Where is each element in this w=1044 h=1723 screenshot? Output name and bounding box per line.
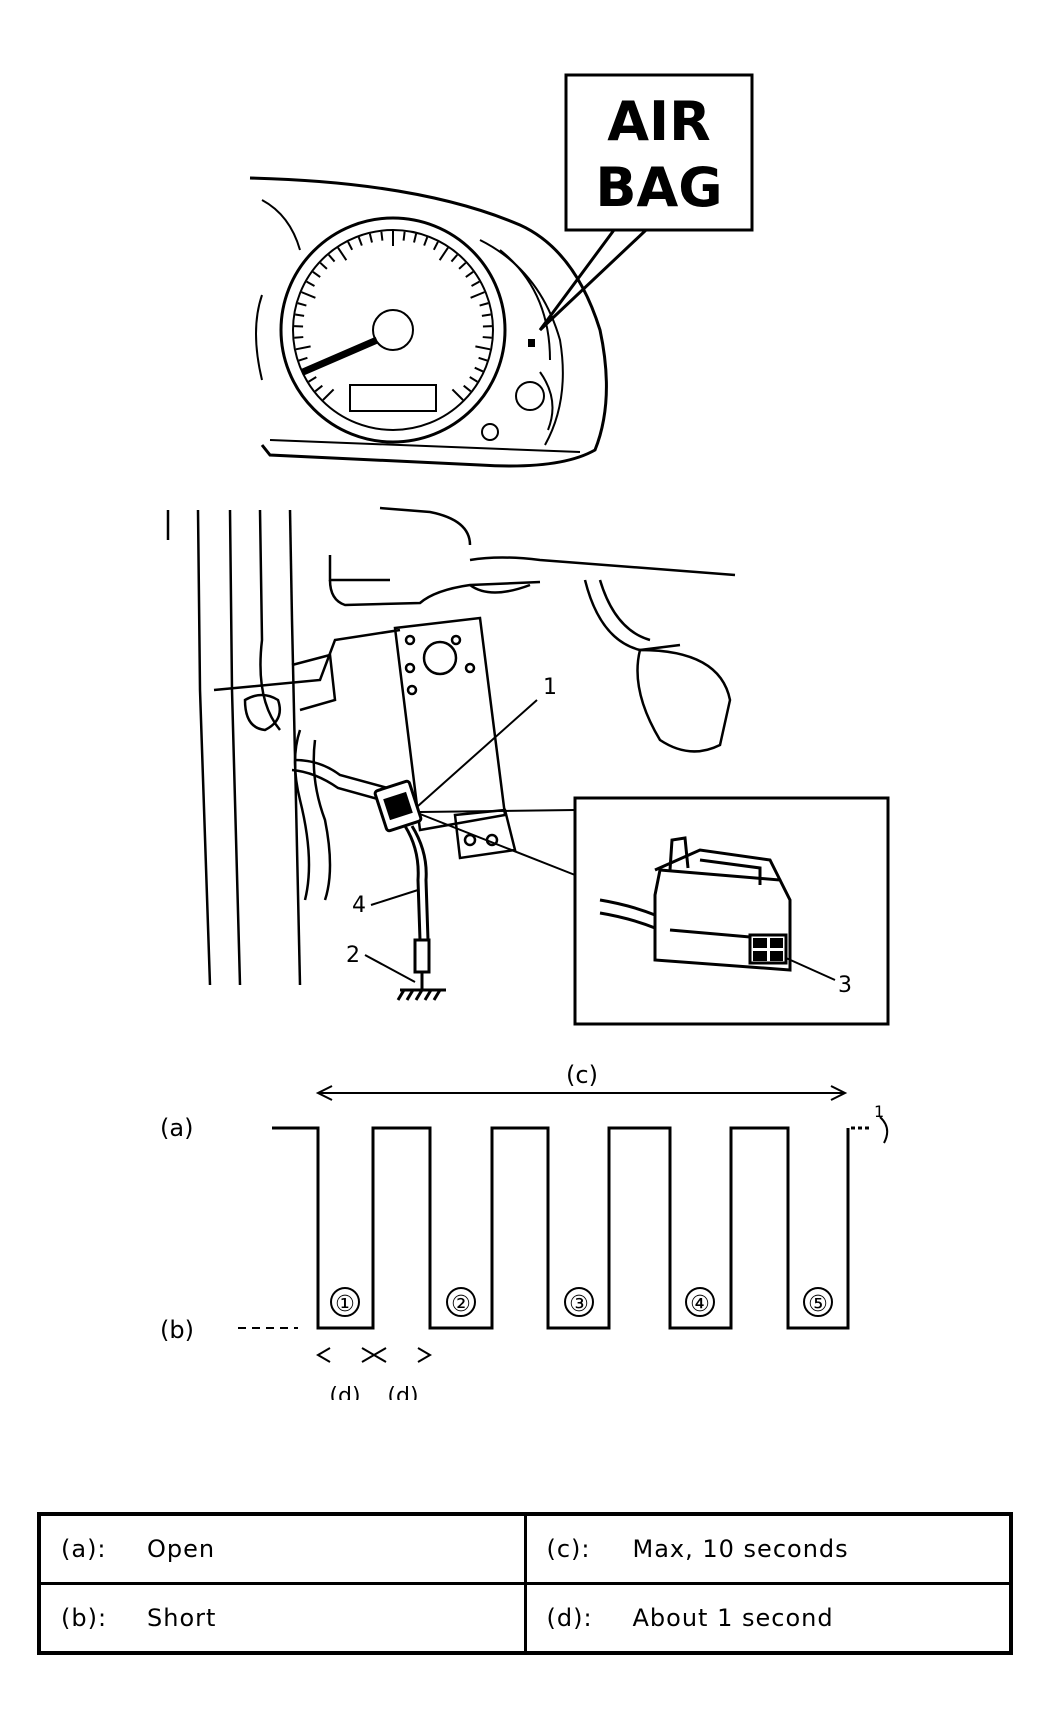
high-level-label: (a) <box>160 1114 193 1142</box>
speedometer-tick <box>402 231 406 241</box>
speedometer-tick <box>306 280 315 287</box>
legend-cell-a: (a): Open <box>37 1512 527 1585</box>
legend-key: (d): <box>546 1604 593 1632</box>
speedometer-tick <box>450 254 459 263</box>
speedometer-tick <box>337 247 348 261</box>
speedometer-tick <box>451 388 464 401</box>
speedometer-tick <box>471 280 480 287</box>
speedometer-tick <box>413 233 418 243</box>
speedometer-tick <box>302 366 312 373</box>
speedometer-tick <box>479 302 489 307</box>
callout-1: 1 <box>543 675 557 700</box>
speedometer-tick <box>469 376 478 383</box>
brake-pedal <box>636 648 732 753</box>
speedometer-tick <box>432 241 439 251</box>
low-level-label: (b) <box>160 1316 194 1344</box>
speedometer-tick <box>297 302 307 307</box>
speedometer-tick <box>314 384 323 393</box>
legend-table: (a): Open (c): Max, 10 seconds (b): Short (… <box>37 1512 1013 1655</box>
speedometer-tick <box>298 356 308 362</box>
speedometer-tick <box>357 236 363 246</box>
speedometer-tick <box>458 262 467 270</box>
airbag-warning-lamp <box>528 339 535 347</box>
leader-line-1 <box>417 699 538 807</box>
speedometer-tick <box>423 236 429 246</box>
pulse-numbers: ① ② ③ ④ ⑤ <box>330 1287 833 1317</box>
speedometer-tick <box>294 336 304 339</box>
interval-label-2: (d) <box>387 1384 418 1400</box>
tail-mark: 1 <box>874 1102 884 1121</box>
legend-cell-b: (b): Short <box>37 1582 527 1655</box>
speedometer-tick <box>470 291 485 299</box>
speedometer-tick <box>380 231 384 241</box>
interval-label-1: (d) <box>329 1384 360 1400</box>
speedometer-tick <box>478 356 488 362</box>
speedometer-tick <box>482 336 492 339</box>
legend-value: Max, 10 seconds <box>632 1535 849 1563</box>
airbag-connector-1 <box>373 779 423 833</box>
speedometer-dial <box>279 216 507 444</box>
speedometer-tick <box>295 345 311 351</box>
pulse-2: ② <box>451 1292 471 1317</box>
speedometer-ticks <box>294 231 492 401</box>
speedometer-tick <box>465 271 474 278</box>
detail-leader-lower <box>419 813 576 876</box>
speedometer-tick <box>301 291 316 299</box>
pulse-5: ⑤ <box>808 1292 828 1317</box>
legend-key: (a): <box>61 1535 107 1563</box>
pulse-4: ④ <box>690 1292 710 1317</box>
instrument-cluster <box>249 176 608 468</box>
interval-marks <box>316 1347 432 1363</box>
speedometer-tick <box>368 233 373 243</box>
speedometer-tick <box>438 247 449 261</box>
callout-3: 3 <box>838 973 852 998</box>
speedometer-tick <box>308 376 317 383</box>
speedometer-tick <box>327 254 336 263</box>
leader-line-4 <box>370 889 419 906</box>
airbag-diagnosis-figure: AIR BAG <box>160 73 890 1400</box>
signal-trace <box>272 1126 850 1330</box>
legend-value: Short <box>147 1604 217 1632</box>
legend-value: About 1 second <box>632 1604 834 1632</box>
leader-line-2 <box>364 954 416 983</box>
pulse-3: ③ <box>569 1292 589 1317</box>
connector-detail-inset: 3 <box>573 796 890 1026</box>
airbag-label-callout: AIR BAG <box>538 73 754 332</box>
legend-key: (b): <box>61 1604 108 1632</box>
ground-lead-4 <box>403 825 431 990</box>
speedometer-tick <box>475 345 491 351</box>
legend-row: (b): Short (d): About 1 second <box>37 1582 1013 1655</box>
legend-value: Open <box>147 1535 216 1563</box>
legend-cell-c: (c): Max, 10 seconds <box>523 1512 1013 1585</box>
speedometer-tick <box>322 388 335 401</box>
speedometer-tick <box>463 384 472 393</box>
callout-4: 4 <box>352 893 366 918</box>
speedometer-tick <box>295 313 305 317</box>
under-dash-area <box>166 506 736 986</box>
speedometer-tick <box>312 271 321 278</box>
airbag-label-line1: AIR <box>607 90 710 153</box>
legend-key: (c): <box>546 1535 591 1563</box>
span-label: (c) <box>566 1061 598 1089</box>
detail-leader-upper <box>419 809 576 813</box>
ground-symbol <box>396 988 446 1001</box>
speedometer-tick <box>474 366 484 373</box>
speedometer-tick <box>347 241 354 251</box>
airbag-label-line2: BAG <box>595 156 722 219</box>
legend-cell-d: (d): About 1 second <box>523 1582 1013 1655</box>
callout-2: 2 <box>346 943 360 968</box>
pulse-1: ① <box>335 1292 355 1317</box>
speedometer-tick <box>319 262 328 270</box>
speedometer-tick <box>481 313 491 317</box>
legend-row: (a): Open (c): Max, 10 seconds <box>37 1512 1013 1585</box>
dtc-waveform: (c) (a) (b) 1 ① ② ③ ④ ⑤ (d) (d) <box>160 1061 889 1400</box>
